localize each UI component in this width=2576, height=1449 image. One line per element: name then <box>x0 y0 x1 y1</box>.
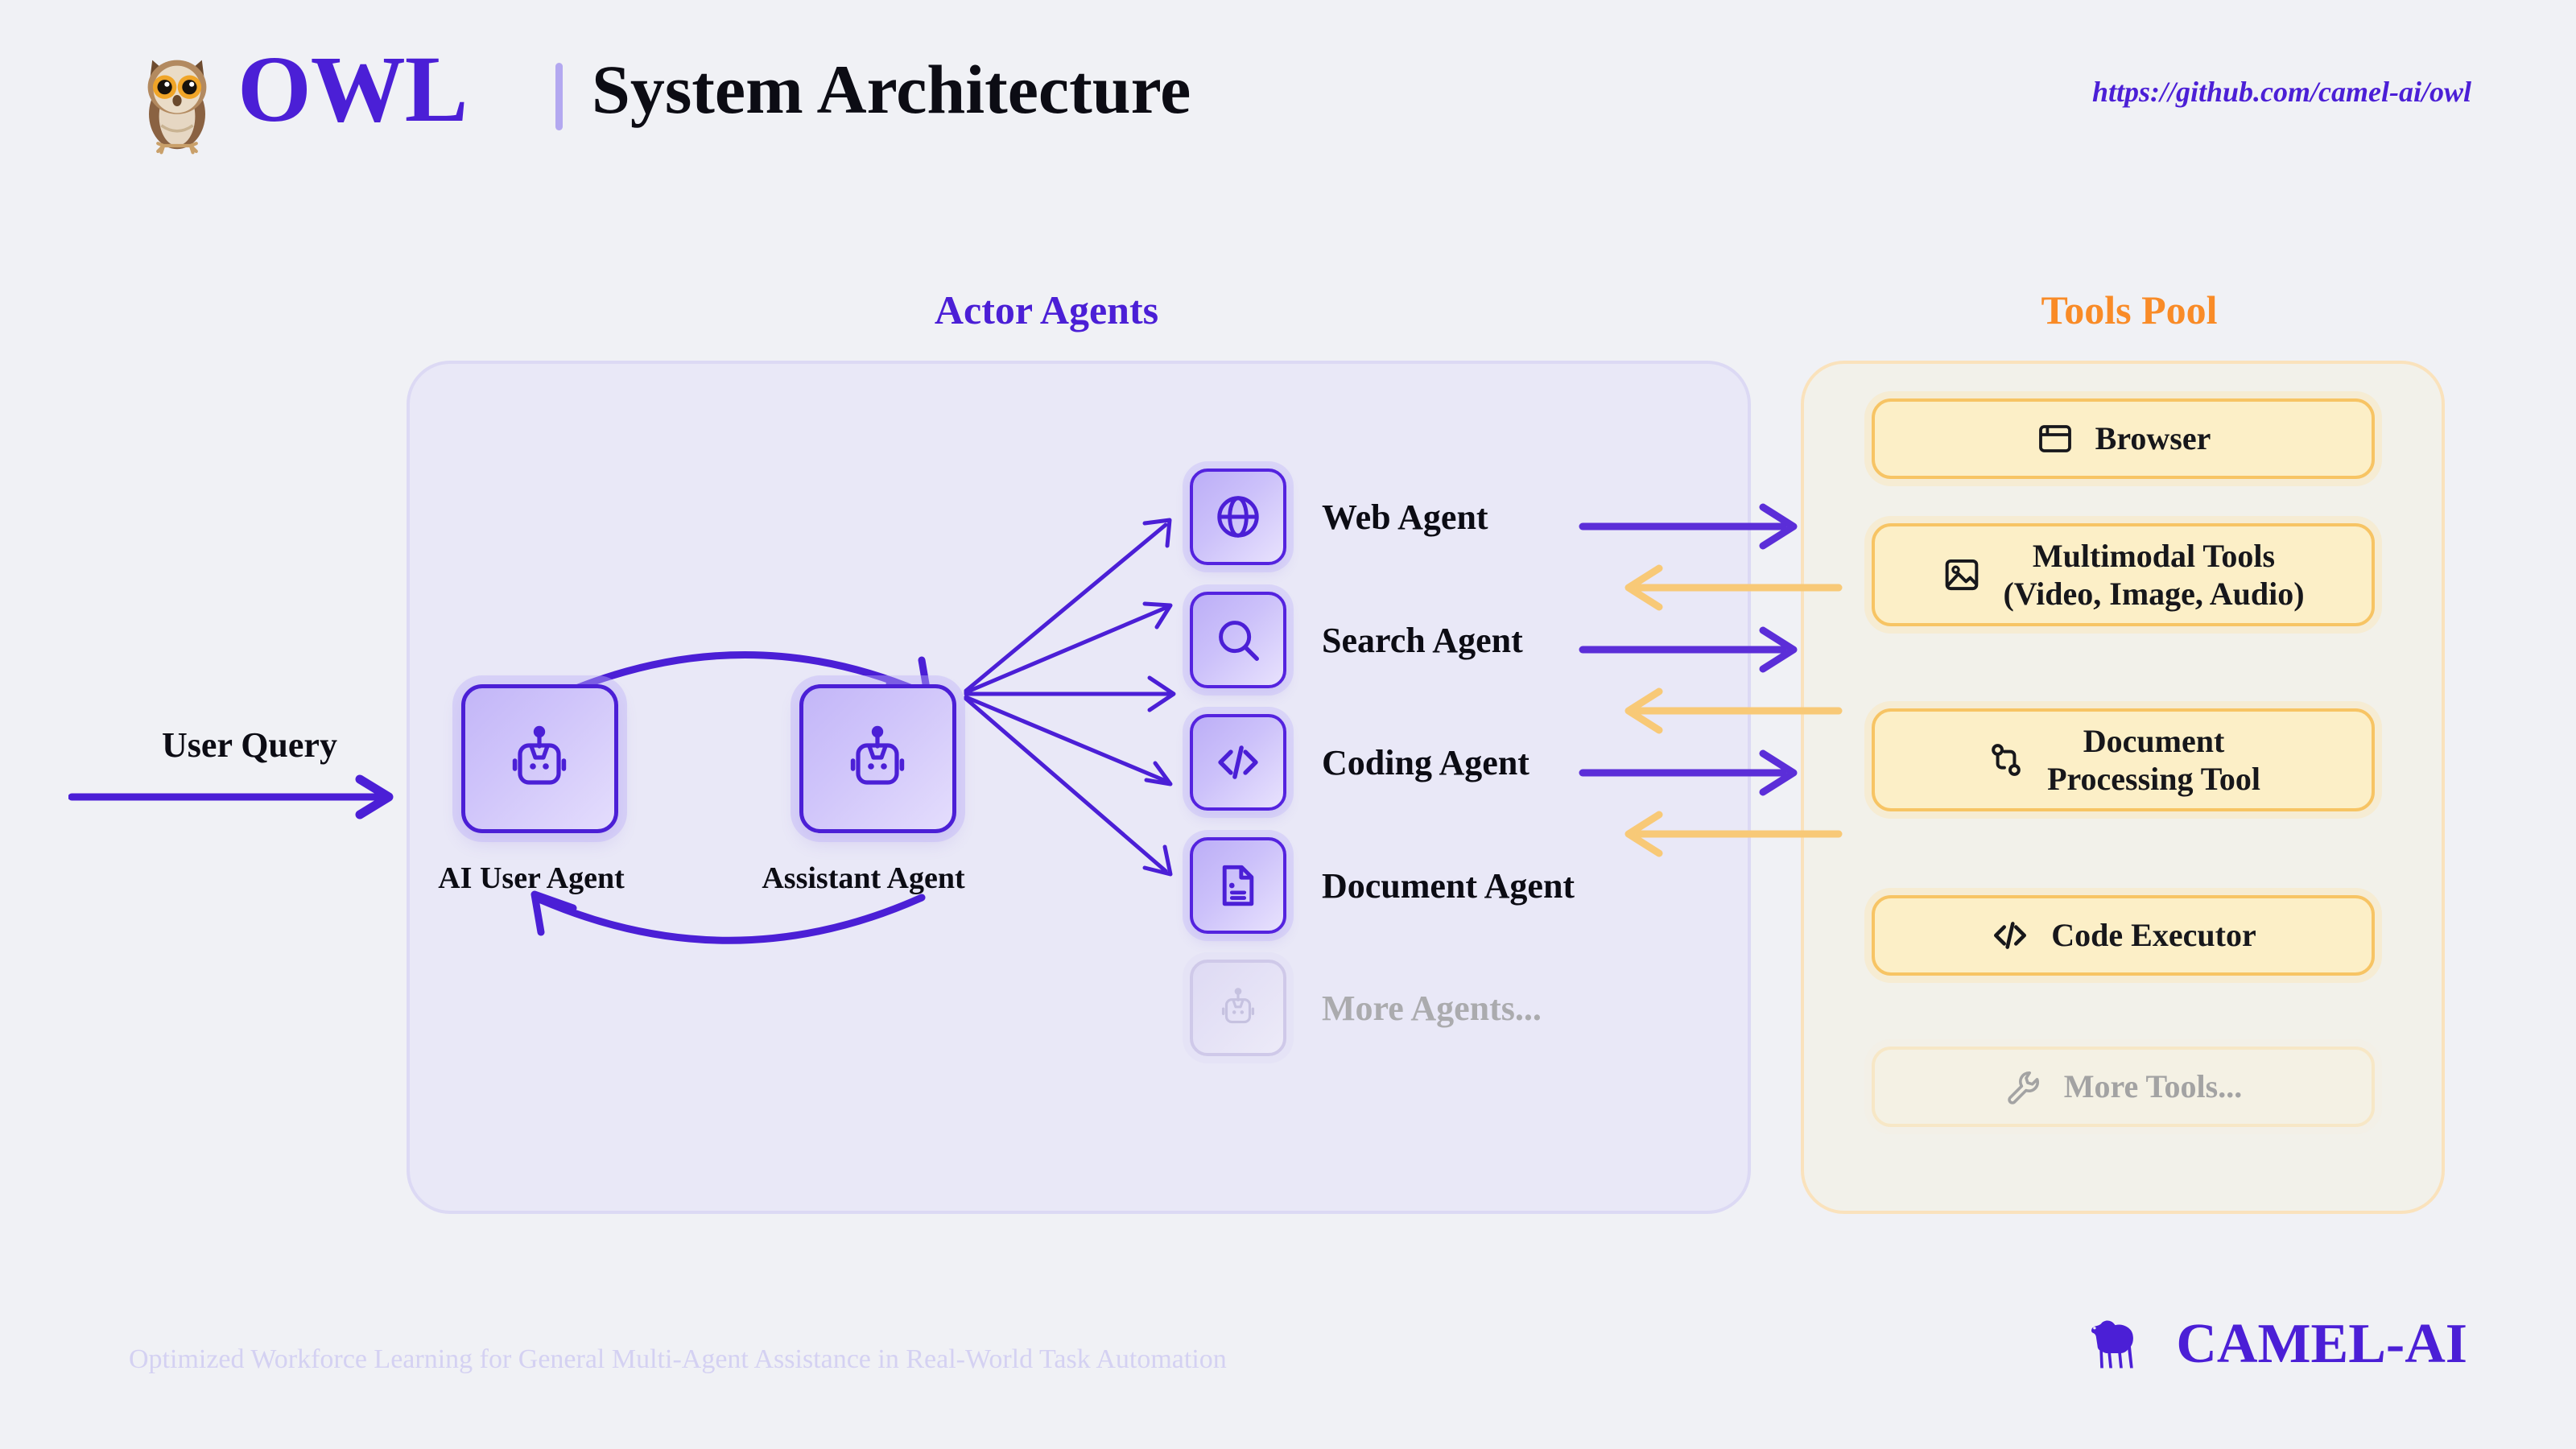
code-icon <box>1218 745 1258 779</box>
page-title: System Architecture <box>592 51 1191 128</box>
title-divider <box>555 63 563 130</box>
browser-icon <box>2036 419 2074 458</box>
more-agents-label: More Agents... <box>1322 988 1542 1028</box>
search-icon <box>1219 621 1259 661</box>
robot-icon <box>1221 988 1255 1024</box>
repo-url[interactable]: https://github.com/camel-ai/owl <box>2091 76 2471 108</box>
actor-agents-panel <box>407 361 1751 1214</box>
camel-icon <box>2091 1320 2134 1368</box>
brand-title: OWL <box>237 36 468 142</box>
tool-card-multimodal[interactable]: Multimodal Tools (Video, Image, Audio) <box>1872 523 2375 626</box>
more-agents-tile <box>1190 960 1286 1056</box>
search-agent-tile <box>1190 592 1286 688</box>
wrench-icon <box>2004 1067 2043 1106</box>
owl-icon <box>147 60 207 155</box>
actor-agent-row-web[interactable]: Web Agent <box>1190 469 1488 565</box>
globe-icon <box>1217 496 1259 538</box>
user-query-arrow-icon <box>68 774 394 819</box>
camel-ai-wordmark: CAMEL-AI <box>2176 1313 2467 1375</box>
document-agent-label: Document Agent <box>1322 865 1575 906</box>
tool-card-code-executor[interactable]: Code Executor <box>1872 895 2375 976</box>
actor-agent-row-search[interactable]: Search Agent <box>1190 592 1523 688</box>
user-query-label: User Query <box>162 725 337 765</box>
document-agent-tile <box>1190 837 1286 934</box>
assistant-agent-tile <box>799 684 956 833</box>
code-icon <box>1990 915 2030 956</box>
coding-agent-tile <box>1190 714 1286 811</box>
tools-pool-heading: Tools Pool <box>2041 287 2218 332</box>
agent-tool-bridge-arrows-icon <box>1579 503 1843 857</box>
web-agent-tile <box>1190 469 1286 565</box>
tool-card-browser[interactable]: Browser <box>1872 398 2375 479</box>
document-icon <box>1222 865 1254 906</box>
assistant-agent-label: Assistant Agent <box>762 861 965 895</box>
ai-user-agent-label: AI User Agent <box>438 861 625 895</box>
search-agent-label: Search Agent <box>1322 620 1523 660</box>
robot-icon <box>512 725 567 785</box>
git-branch-icon <box>1986 740 2026 780</box>
header: OWL System Architecture https://github.c… <box>0 0 2576 185</box>
robot-icon <box>850 725 905 785</box>
actor-agent-row-document[interactable]: Document Agent <box>1190 837 1575 934</box>
tool-card-more-tools[interactable]: More Tools... <box>1872 1046 2375 1127</box>
actor-agent-row-coding[interactable]: Coding Agent <box>1190 714 1530 811</box>
ai-user-agent-node[interactable]: AI User Agent <box>438 684 632 896</box>
multimodal-label: Multimodal Tools (Video, Image, Audio) <box>2003 537 2305 612</box>
document-processing-label: Document Processing Tool <box>2047 722 2260 797</box>
code-executor-label: Code Executor <box>2051 917 2256 954</box>
web-agent-label: Web Agent <box>1322 497 1488 537</box>
camel-ai-logo: CAMEL-AI <box>2084 1314 2467 1375</box>
actor-agent-row-more[interactable]: More Agents... <box>1190 960 1542 1056</box>
more-tools-label: More Tools... <box>2063 1068 2243 1105</box>
tool-card-document-processing[interactable]: Document Processing Tool <box>1872 708 2375 811</box>
image-icon <box>1942 555 1982 595</box>
assistant-fanout-arrows-icon <box>964 518 1176 877</box>
tagline: Optimized Workforce Learning for General… <box>129 1344 1227 1374</box>
coding-agent-label: Coding Agent <box>1322 742 1530 782</box>
ai-user-agent-tile <box>460 684 618 833</box>
assistant-agent-node[interactable]: Assistant Agent <box>762 684 970 896</box>
actor-agents-heading: Actor Agents <box>934 287 1159 332</box>
browser-label: Browser <box>2095 420 2211 457</box>
